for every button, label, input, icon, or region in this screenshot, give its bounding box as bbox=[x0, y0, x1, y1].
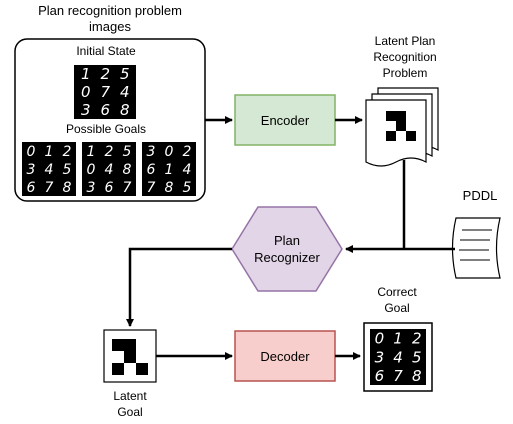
latent-goal-label-2: Goal bbox=[117, 405, 142, 419]
possible-goal-2-digit: 3 bbox=[87, 180, 96, 196]
possible-goal-2-digit: 1 bbox=[87, 144, 96, 160]
latent-problem-document-stack bbox=[365, 87, 439, 167]
correct-goal-digit: 7 bbox=[393, 367, 403, 385]
possible-goal-3-digit: 3 bbox=[147, 144, 156, 160]
possible-goal-3-digit: 8 bbox=[165, 180, 174, 196]
title-line-1: Plan recognition problem bbox=[38, 3, 182, 18]
possible-goal-2-digit: 0 bbox=[87, 162, 96, 178]
possible-goal-2-digit: 8 bbox=[123, 162, 132, 178]
possible-goal-3-digit: 5 bbox=[183, 180, 192, 196]
initial-state-digit: 0 bbox=[81, 83, 91, 101]
encoder-box bbox=[234, 94, 336, 146]
possible-goal-1-digit: 0 bbox=[27, 144, 36, 160]
latent-problem-label-3: Problem bbox=[383, 66, 428, 80]
latent-goal-image bbox=[103, 329, 157, 383]
decoder-label: Decoder bbox=[260, 349, 310, 364]
initial-state-digit: 3 bbox=[81, 101, 91, 119]
initial-state-digit: 6 bbox=[100, 101, 110, 119]
correct-goal-digit: 0 bbox=[375, 330, 385, 348]
title-line-2: images bbox=[89, 19, 131, 34]
initial-state-digit: 2 bbox=[100, 65, 110, 83]
correct-goal-digit: 4 bbox=[393, 348, 403, 366]
initial-state-digit: 7 bbox=[100, 83, 110, 101]
possible-goal-2-digit: 7 bbox=[123, 180, 132, 196]
plan-recognizer-label-1: Plan bbox=[274, 233, 300, 248]
possible-goal-1-digit: 1 bbox=[45, 144, 54, 160]
plan-recognizer-label-2: Recognizer bbox=[254, 250, 320, 265]
decoder-box bbox=[234, 330, 336, 382]
possible-goal-3-digit: 1 bbox=[165, 162, 174, 178]
correct-goal-digit: 1 bbox=[393, 330, 403, 348]
possible-goal-1-digit: 4 bbox=[45, 162, 54, 178]
encoder-label: Encoder bbox=[261, 113, 310, 128]
plan-recognizer-hexagon bbox=[231, 206, 343, 292]
initial-state-digit: 4 bbox=[120, 83, 130, 101]
possible-goal-2-digit: 2 bbox=[105, 144, 114, 160]
correct-goal-digit: 5 bbox=[412, 348, 422, 366]
pddl-label: PDDL bbox=[463, 188, 498, 203]
initial-state-digit: 8 bbox=[120, 101, 130, 119]
correct-goal-digit: 3 bbox=[375, 348, 385, 366]
possible-goal-3-digit: 7 bbox=[147, 180, 156, 196]
possible-goal-1-digit: 2 bbox=[63, 144, 72, 160]
possible-goal-2-digit: 5 bbox=[123, 144, 132, 160]
pddl-document-icon bbox=[451, 217, 501, 279]
possible-goal-2-digit: 6 bbox=[105, 180, 114, 196]
possible-goal-2-digit: 4 bbox=[105, 162, 114, 178]
initial-state-digit: 1 bbox=[81, 65, 91, 83]
possible-goal-3-digit: 6 bbox=[147, 162, 156, 178]
arrow-recognizer-to-latent-goal bbox=[126, 247, 232, 327]
possible-goal-3-digit: 2 bbox=[183, 144, 192, 160]
initial-state-digit: 5 bbox=[120, 65, 130, 83]
possible-goal-1-digit: 8 bbox=[63, 180, 72, 196]
possible-goal-3-digit: 4 bbox=[183, 162, 192, 178]
latent-problem-label-1: Latent Plan bbox=[375, 34, 436, 48]
correct-goal-label-2: Goal bbox=[384, 301, 409, 315]
correct-goal-digit: 8 bbox=[412, 367, 422, 385]
correct-goal-digit: 2 bbox=[412, 330, 422, 348]
latent-problem-label-2: Recognition bbox=[373, 50, 436, 64]
possible-goals-label: Possible Goals bbox=[66, 122, 146, 136]
possible-goal-1-digit: 5 bbox=[63, 162, 72, 178]
possible-goal-1-digit: 3 bbox=[27, 162, 36, 178]
correct-goal-digit: 6 bbox=[375, 367, 385, 385]
possible-goal-1-digit: 7 bbox=[45, 180, 54, 196]
correct-goal-label-1: Correct bbox=[377, 285, 417, 299]
initial-state-label: Initial State bbox=[76, 44, 136, 58]
possible-goal-1-digit: 6 bbox=[27, 180, 36, 196]
latent-goal-label-1: Latent bbox=[113, 389, 147, 403]
possible-goal-3-digit: 0 bbox=[165, 144, 174, 160]
